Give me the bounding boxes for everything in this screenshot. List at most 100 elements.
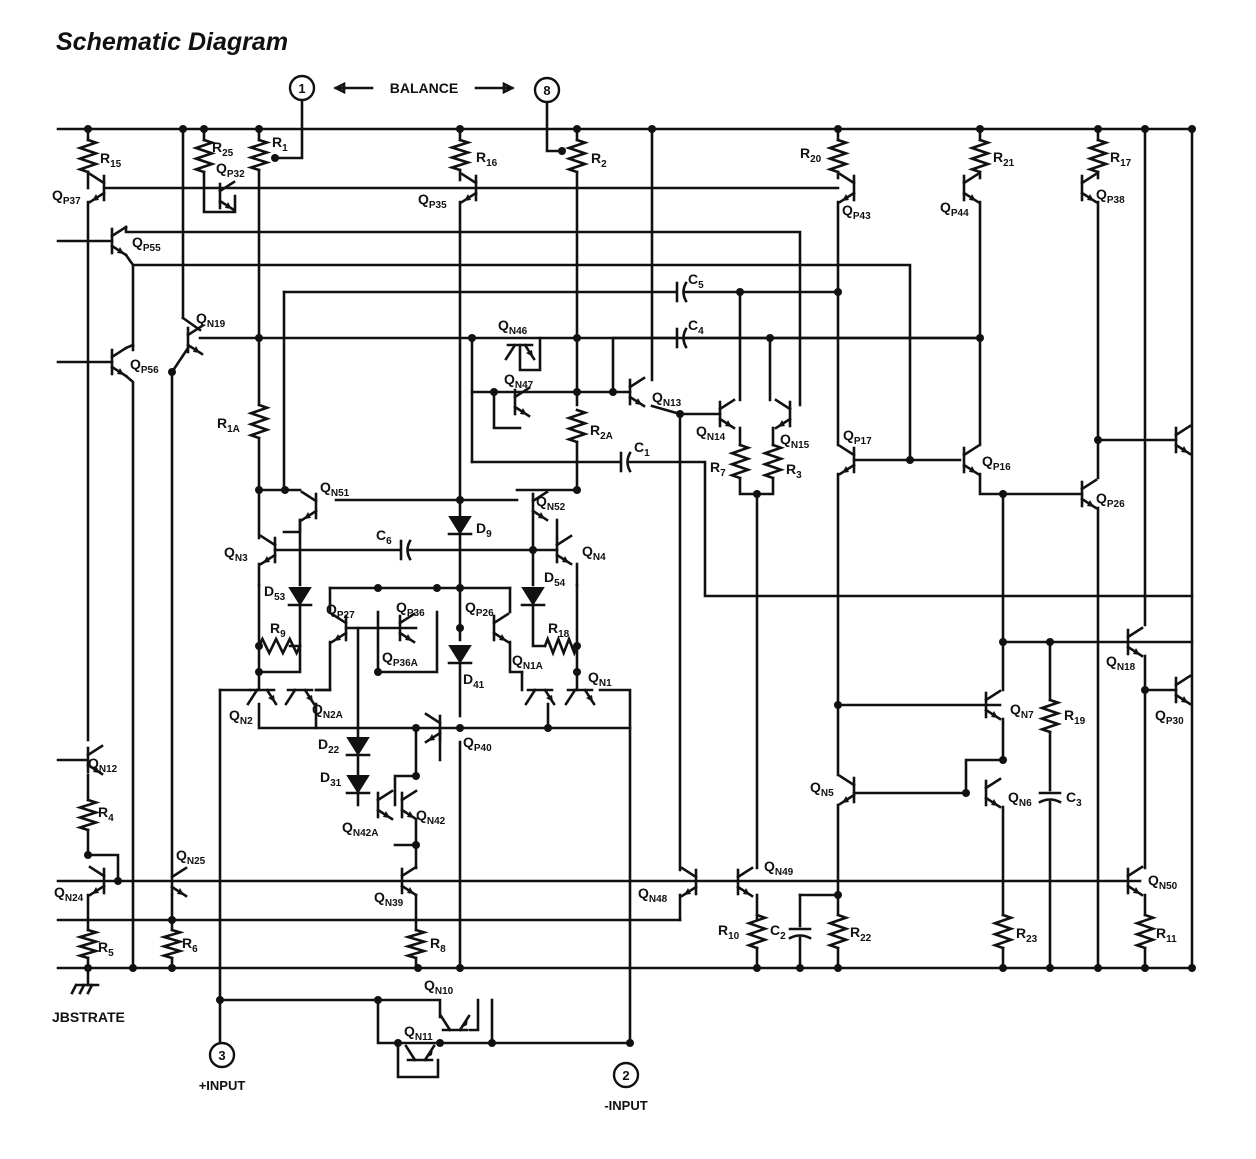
label-qn18: QN18	[1106, 653, 1136, 673]
wire	[492, 390, 522, 430]
junction-dot	[84, 851, 92, 859]
label-qp32: QP32	[216, 160, 245, 180]
label-r21: R21	[993, 149, 1015, 169]
c3	[1038, 791, 1062, 804]
label-qn13: QN13	[652, 389, 682, 409]
junction-dot	[255, 668, 263, 676]
junction-dot	[976, 334, 984, 342]
junction-dot	[648, 125, 656, 133]
junction-dot	[468, 334, 476, 342]
label-qn7: QN7	[1010, 701, 1034, 721]
wire	[170, 346, 190, 870]
label-qp26r: QP26	[1096, 490, 1125, 510]
wire	[598, 688, 632, 1045]
wire	[376, 998, 632, 1045]
q-n50	[1126, 865, 1144, 897]
wire	[964, 717, 1005, 795]
wire	[124, 374, 135, 970]
junction-dot	[1046, 638, 1054, 646]
c4	[675, 327, 688, 349]
label-qn1a: QN1A	[512, 652, 543, 672]
junction-dot	[374, 668, 382, 676]
junction-dot	[999, 490, 1007, 498]
junction-dot	[573, 388, 581, 396]
wire	[273, 98, 304, 160]
junction-dot	[456, 125, 464, 133]
junction-dot	[216, 996, 224, 1004]
label-r23: R23	[1016, 925, 1038, 945]
r18	[543, 635, 579, 657]
q-n47	[513, 386, 531, 418]
r19	[1037, 698, 1063, 734]
junction-dot	[906, 456, 914, 464]
junction-dot	[456, 624, 464, 632]
q-p17	[838, 444, 856, 476]
q-n1	[564, 688, 596, 706]
label-d54: D54	[544, 569, 566, 589]
q-n48	[680, 866, 698, 898]
pin-label: -INPUT	[604, 1098, 647, 1113]
label-qp26: QP26	[465, 599, 494, 619]
label-r4: R4	[98, 804, 114, 824]
r10	[745, 913, 769, 950]
junction-dot	[374, 584, 382, 592]
q-p44	[962, 172, 980, 204]
junction-dot	[168, 368, 176, 376]
label-qn50: QN50	[1148, 872, 1178, 892]
r3	[761, 443, 785, 480]
junction-dot	[834, 701, 842, 709]
label-r15: R15	[100, 150, 122, 170]
substrate-label: JBSTRATE	[52, 1009, 125, 1025]
r1	[246, 138, 272, 172]
wire	[978, 472, 1084, 496]
junction-dot	[200, 125, 208, 133]
junction-dot	[999, 756, 1007, 764]
junction-dot	[834, 288, 842, 296]
junction-dot	[255, 125, 263, 133]
label-qn4: QN4	[582, 543, 606, 563]
label-r2: R2	[591, 150, 607, 170]
pin-1: 1	[288, 74, 316, 102]
q-p36	[398, 612, 416, 644]
r11	[1133, 913, 1157, 950]
wire	[611, 336, 678, 394]
q-n11	[404, 1044, 436, 1062]
wire	[531, 603, 547, 648]
junction-dot	[84, 125, 92, 133]
label-r3: R3	[786, 461, 802, 481]
wire	[124, 253, 912, 460]
label-r10: R10	[718, 922, 740, 942]
r25	[191, 138, 217, 174]
q-n2a	[284, 688, 316, 706]
junction-dot	[412, 841, 420, 849]
junction-dot	[394, 1039, 402, 1047]
c6	[399, 539, 412, 561]
label-qn14: QN14	[696, 423, 726, 443]
q-p35	[460, 172, 478, 204]
label-d31: D31	[320, 769, 342, 789]
label-qn5: QN5	[810, 779, 834, 799]
junction-dot	[84, 964, 92, 972]
junction-dot	[490, 388, 498, 396]
label-r1a: R1A	[217, 415, 240, 435]
label-qn11: QN11	[404, 1023, 433, 1043]
pin-3: 3+INPUT	[199, 1041, 245, 1093]
wire	[393, 726, 418, 807]
d31	[345, 775, 371, 795]
q-p30-top	[1174, 424, 1192, 456]
junction-dot	[573, 668, 581, 676]
pin-circle	[533, 76, 561, 104]
label-r1: R1	[272, 134, 288, 154]
label-qn15: QN15	[780, 431, 810, 451]
r15	[75, 138, 101, 174]
q-n49	[736, 866, 754, 898]
wire	[376, 610, 439, 674]
junction-dot	[573, 125, 581, 133]
junction-dot	[962, 789, 970, 797]
junction-dot	[558, 147, 566, 155]
junction-dot	[573, 642, 581, 650]
label-qp44: QP44	[940, 199, 969, 219]
label-r22: R22	[850, 924, 872, 944]
label-qn10: QN10	[424, 977, 454, 997]
d22	[345, 737, 371, 757]
